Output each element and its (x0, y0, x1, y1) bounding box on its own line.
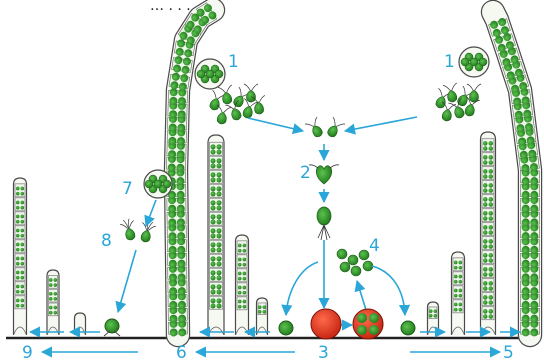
arrow-divided-to-zoospores-4 (354, 279, 367, 311)
label-8: 8 (101, 231, 112, 251)
label-3: 3 (318, 343, 329, 362)
filament-right-main (480, 0, 543, 348)
filament-left-main (163, 0, 226, 348)
zoospore-left-6 (242, 98, 258, 119)
sporangium-left-7 (143, 169, 173, 199)
filament-mid-a (207, 134, 225, 336)
label-1-left: 1 (228, 52, 239, 72)
filament-short-l2 (46, 269, 60, 336)
zoospore-right-4 (441, 101, 457, 122)
quadriflagellate-zygote (316, 206, 332, 241)
arrow-4-to-right-germling (371, 265, 411, 317)
label-4: 4 (369, 236, 380, 256)
zoospore-left-3 (243, 83, 259, 103)
zoospores-group (120, 82, 482, 277)
zoospore-8-a (120, 218, 136, 241)
zoospore-4-5 (362, 260, 374, 272)
zoospore-4-4 (350, 265, 362, 277)
gamete-fusing-a (304, 116, 323, 138)
filaments-group (12, 0, 543, 348)
zoospore-right-1 (442, 82, 458, 103)
top-fragment-text: … . . . (150, 0, 191, 14)
zoospore-4-0 (336, 248, 348, 260)
gamete-fusing-b (327, 116, 346, 138)
arrow-8-to-settled (115, 249, 137, 314)
zoospore-right-5 (448, 98, 465, 119)
germling-right (400, 320, 416, 336)
label-9: 9 (22, 343, 33, 362)
zoospore-left-0 (209, 90, 226, 111)
zoospore-right-0 (435, 88, 452, 109)
zoospore-right-6 (464, 96, 480, 117)
label-5: 5 (503, 343, 514, 362)
zoospore-left-5 (225, 100, 242, 121)
filament-right-b (450, 251, 466, 336)
label-7: 7 (122, 179, 133, 199)
arrows-group (28, 116, 522, 358)
zoospore-left-4 (216, 104, 232, 125)
zygote-divided (352, 308, 384, 340)
filament-right-a (426, 301, 440, 336)
arrow-4-to-left-germling (281, 261, 319, 317)
arrow-7-to-8 (144, 199, 157, 228)
zoospore-4-2 (358, 249, 370, 261)
label-6: 6 (176, 343, 187, 362)
label-2: 2 (300, 163, 311, 183)
filament-mid-c (255, 297, 269, 336)
sporangium-right-1 (458, 46, 490, 78)
filament-mid-b (234, 234, 250, 336)
settled-spore (103, 318, 121, 337)
zoospore-4-3 (339, 261, 351, 273)
filament-right-c (479, 131, 497, 336)
label-1-right: 1 (444, 52, 455, 72)
zygote-red (310, 308, 342, 340)
planozygote-2 (308, 164, 340, 185)
zoospore-left-7 (250, 95, 266, 115)
arrow-right-gametes-to-fusion (343, 116, 418, 135)
filament-short-l1 (12, 177, 28, 336)
zoospore-left-1 (217, 84, 233, 105)
germling-left (278, 320, 294, 336)
zoospore-4-1 (347, 254, 359, 266)
arrow-left-gametes-to-fusion (247, 117, 305, 135)
sporangium-left-1 (194, 58, 226, 90)
zoospore-right-3 (466, 83, 482, 103)
